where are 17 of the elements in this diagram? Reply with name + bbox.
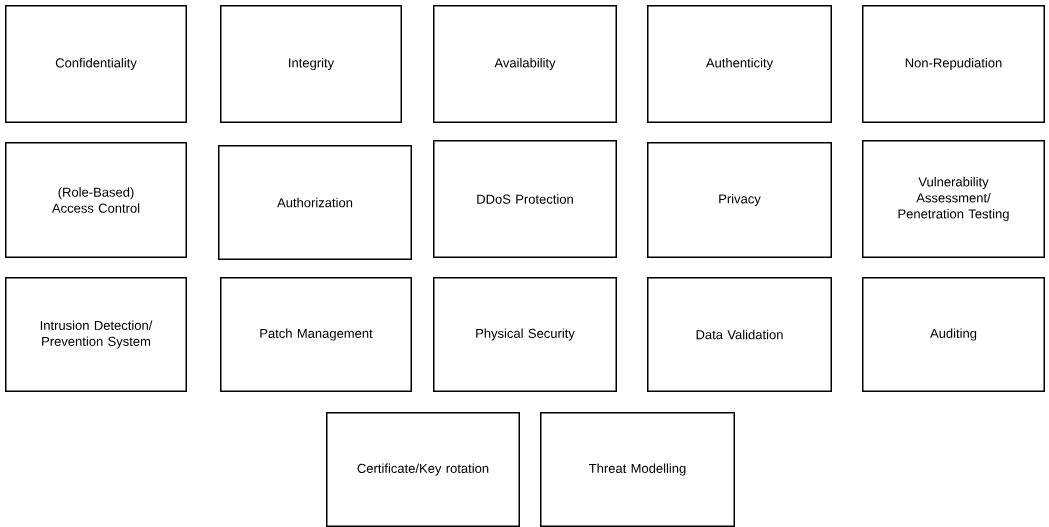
term-box: Certificate/Key rotation: [326, 412, 520, 527]
term-box: Physical Security: [433, 277, 617, 392]
term-box: Privacy: [647, 142, 832, 258]
term-box: Data Validation: [647, 277, 832, 392]
term-box: Authenticity: [647, 5, 832, 123]
term-box: Auditing: [862, 277, 1045, 392]
term-box: Confidentiality: [5, 5, 187, 123]
term-box: Integrity: [220, 5, 402, 123]
term-box: Non-Repudiation: [862, 5, 1045, 123]
term-box: Vulnerability Assessment/ Penetration Testing: [862, 140, 1045, 258]
term-box: (Role-Based) Access Control: [5, 142, 187, 258]
term-box: Authorization: [218, 145, 412, 260]
term-box: Threat Modelling: [540, 412, 735, 527]
term-box: DDoS Protection: [433, 140, 617, 258]
term-box: Availability: [433, 5, 617, 123]
term-box: Intrusion Detection/ Prevention System: [5, 277, 187, 392]
term-box: Patch Management: [220, 277, 412, 392]
